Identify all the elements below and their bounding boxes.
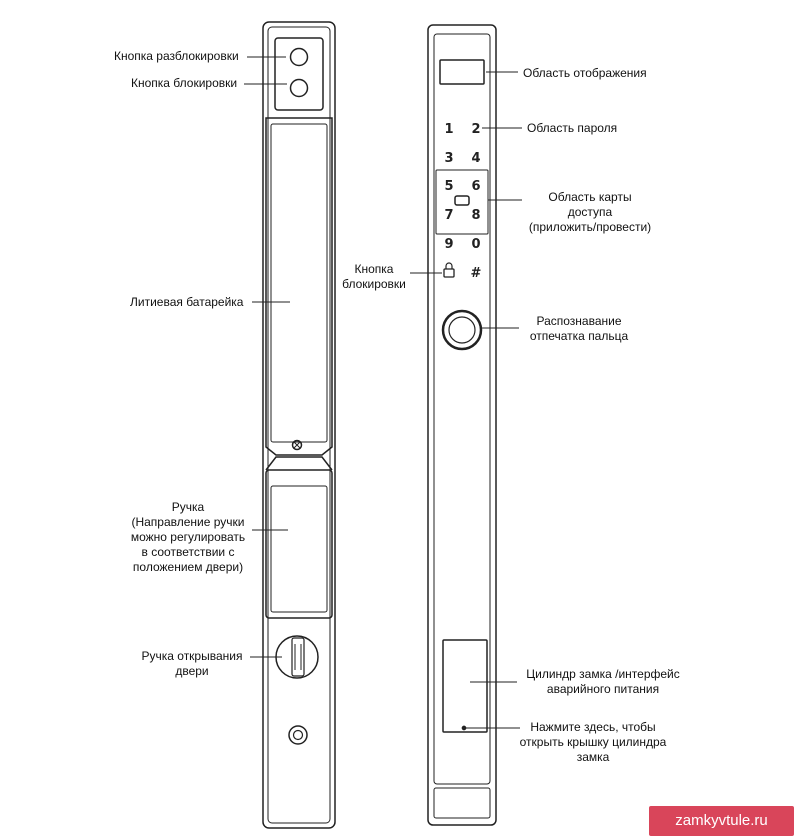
label-handle-line: можно регулировать (130, 530, 246, 544)
lock-button-icon[interactable] (289, 78, 309, 98)
label-cover-hint-line: открыть крышку цилиндра (519, 735, 667, 749)
outer-lock-body (427, 24, 497, 826)
label-door-handle: Ручка открывания двери (132, 649, 252, 679)
label-door-handle-line: двери (175, 664, 209, 678)
cylinder-cover-icon[interactable] (442, 639, 488, 733)
label-cover-hint-line: замка (576, 750, 610, 764)
unlock-button-icon[interactable] (289, 47, 309, 67)
label-cover-hint: Нажмите здесь, чтобы открыть крышку цили… (508, 720, 678, 765)
label-unlock-button: Кнопка разблокировки (114, 49, 239, 63)
key-6[interactable]: 6 (471, 179, 480, 194)
display-window (439, 59, 485, 85)
label-right-lock-button-line: блокировки (342, 277, 406, 291)
card-reader-icon (454, 195, 470, 206)
key-1[interactable]: 1 (444, 122, 453, 137)
label-right-lock-button-line: Кнопка (354, 262, 394, 276)
battery-screw-icon (291, 439, 303, 451)
fingerprint-sensor-icon[interactable] (441, 309, 483, 351)
key-3[interactable]: 3 (444, 151, 453, 166)
battery-compartment-icon (265, 117, 333, 456)
key-7[interactable]: 7 (444, 208, 453, 223)
label-handle-line: положением двери) (132, 560, 244, 574)
label-handle-line: Ручка (171, 500, 205, 514)
label-handle-line: (Направление ручки (131, 515, 245, 529)
label-handle-line: в соответствии с (141, 545, 235, 559)
label-handle: Ручка (Направление ручки можно регулиров… (118, 500, 258, 575)
label-card-area: Область карты доступа (приложить/провест… (515, 190, 665, 235)
label-cylinder-line: аварийного питания (546, 682, 660, 696)
card-area-frame (435, 169, 489, 235)
key-8[interactable]: 8 (471, 208, 480, 223)
button-panel (274, 37, 324, 111)
door-handle-knob-icon[interactable] (275, 635, 319, 679)
label-password-area: Область пароля (527, 121, 618, 135)
label-card-area-line: Область карты (548, 190, 632, 204)
label-lock-button: Кнопка блокировки (131, 76, 238, 90)
keypad: 1 2 3 4 5 6 7 8 9 0 # (444, 122, 481, 281)
leader-lines (244, 56, 522, 729)
handle-icon (265, 456, 333, 619)
label-fingerprint: Распознавание отпечатка пальца (515, 314, 643, 344)
label-right-lock-button: Кнопка блокировки (340, 262, 408, 292)
label-card-area-line: (приложить/провести) (528, 220, 652, 234)
key-cylinder-icon (288, 725, 308, 745)
label-door-handle-line: Ручка открывания (141, 649, 243, 663)
label-fingerprint-line: отпечатка пальца (529, 329, 629, 343)
inner-lock-body (262, 21, 336, 829)
label-battery: Литиевая батарейка (130, 295, 244, 309)
label-card-area-line: доступа (567, 205, 613, 219)
label-cover-hint-line: Нажмите здесь, чтобы (530, 720, 656, 734)
key-5[interactable]: 5 (444, 179, 453, 194)
label-cylinder-line: Цилиндр замка /интерфейс (526, 667, 680, 681)
key-4[interactable]: 4 (471, 151, 480, 166)
label-cylinder: Цилиндр замка /интерфейс аварийного пита… (518, 667, 688, 697)
label-display-area: Область отображения (523, 66, 647, 80)
key-0[interactable]: 0 (471, 237, 480, 252)
padlock-icon[interactable] (443, 262, 455, 278)
watermark: zamkyvtule.ru (649, 806, 794, 836)
key-2[interactable]: 2 (471, 122, 480, 137)
key-9[interactable]: 9 (444, 237, 453, 252)
key-hash[interactable]: # (471, 266, 482, 281)
cover-release-dot-icon[interactable] (461, 725, 467, 731)
label-fingerprint-line: Распознавание (536, 314, 622, 328)
